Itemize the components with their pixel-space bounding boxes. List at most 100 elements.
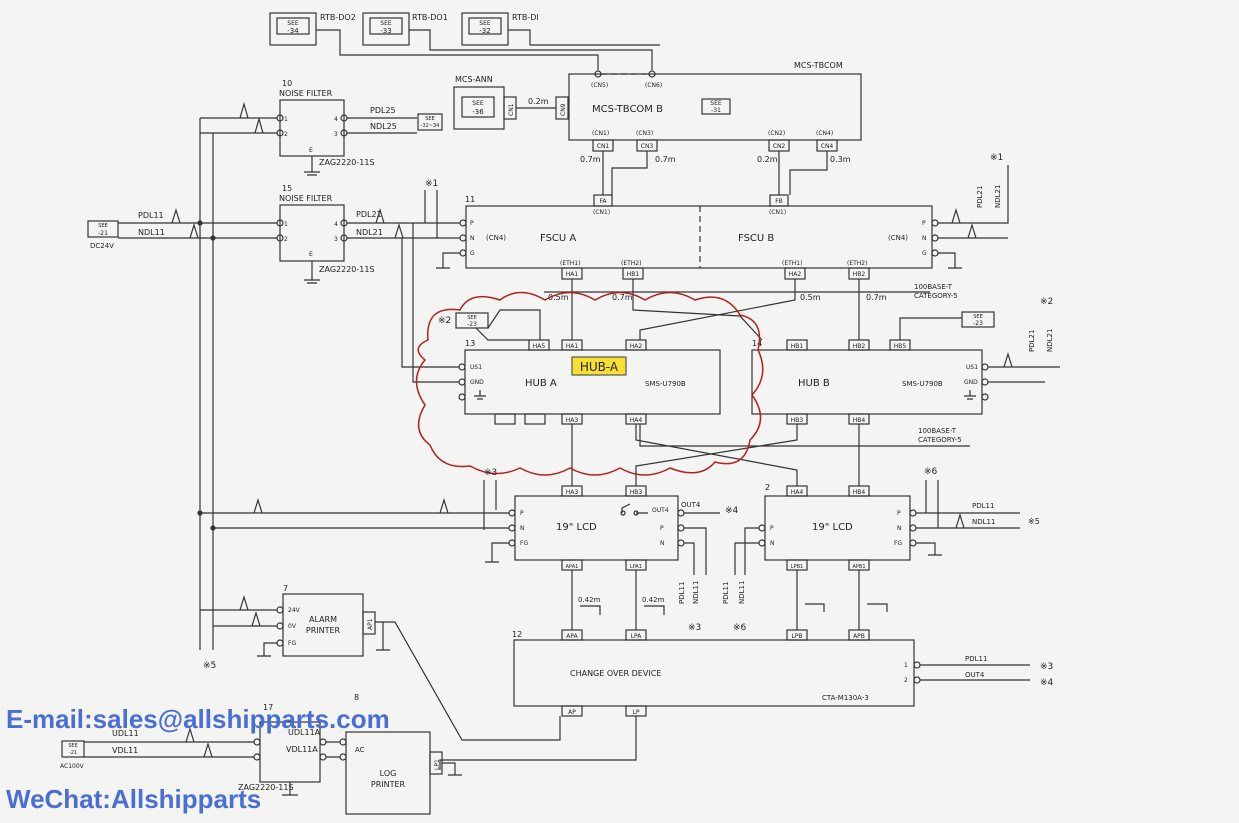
svg-text:(CN4): (CN4) [888,234,908,242]
fscu-b-label: FSCU B [738,233,774,244]
log-printer-label: LOG [380,769,397,778]
rtb-see: SEE [380,20,392,27]
filter-title: NOISE FILTER [279,89,333,98]
svg-text:N: N [470,235,475,242]
svg-text:AC: AC [355,746,365,754]
svg-text:2: 2 [904,677,908,684]
signal-ndl: NDL25 [370,122,397,131]
port-label: (CN1) [592,130,609,137]
cable-length: 0.7m [580,155,601,164]
svg-text:E: E [309,147,313,154]
svg-text:GND: GND [470,379,484,386]
svg-text:-21: -21 [98,230,108,237]
svg-text:OUT4: OUT4 [652,507,669,514]
svg-text:1: 1 [284,221,288,228]
rtb-do1-block: SEE -33 RTB-DO1 [362,12,448,46]
fscu-block: 11 ※1 FA FB (CN1) (CN1) (CN4) (CN4) FSCU… [424,179,962,341]
cable-length: 0.7m [655,155,676,164]
cn1-label: CN1 [508,103,515,116]
hub-b-label: HUB B [798,378,830,389]
item-number: 14 [752,339,762,348]
svg-text:3: 3 [334,236,338,243]
svg-text:N: N [897,525,902,532]
voltage-label: DC24V [90,242,114,250]
port-box: CN1 [597,143,610,150]
cable-length: 0.2m [757,155,778,164]
svg-text:LPA: LPA [631,633,643,640]
port-label: (CN2) [768,130,785,137]
svg-text:※2: ※2 [438,316,451,326]
svg-text:CTA-M130A-3: CTA-M130A-3 [822,694,869,702]
svg-text:CATEGORY-5: CATEGORY-5 [918,436,962,444]
mcs-ann-label: MCS-ANN [455,75,493,84]
port-box: CN4 [821,143,834,150]
svg-text:※3: ※3 [484,468,497,478]
filter-model: ZAG2220-11S [238,783,294,792]
mcs-ann-see: SEE [472,100,484,107]
fscu-right-power: ※1 PDL21 NDL21 [938,153,1009,239]
svg-text:CATEGORY-5: CATEGORY-5 [914,292,958,300]
item-number: 8 [354,693,359,702]
svg-text:HA3: HA3 [566,417,579,424]
svg-text:PDL21: PDL21 [976,186,984,208]
fscu-a-label: FSCU A [540,233,576,244]
filter-title: NOISE FILTER [279,194,333,203]
svg-text:OUT4: OUT4 [681,501,701,509]
svg-text:(CN1): (CN1) [769,209,786,216]
wire [409,29,653,70]
svg-text:HB1: HB1 [791,343,804,350]
svg-text:FG: FG [894,540,902,547]
svg-text:HA2: HA2 [630,343,643,350]
rtb-label: RTB-DI [512,13,539,22]
svg-text:SEE: SEE [425,116,435,122]
port-label: (CN3) [636,130,653,137]
dc24v-input: SEE -21 DC24V PDL11 NDL11 [87,118,277,630]
svg-text:PDL11: PDL11 [722,582,730,604]
rtb-see: SEE [287,20,299,27]
svg-text:0.42m: 0.42m [578,596,601,604]
watermark-email: E-mail:sales@allshipparts.com [6,704,390,734]
svg-text:-23: -23 [973,320,983,327]
port-box: CN2 [773,143,786,150]
lcd-2-block: 2 HA4 HB4 19" LCD P N PDL11 NDL11 P N FG… [722,467,1040,630]
svg-text:P: P [770,525,774,532]
item-number: 13 [465,339,475,348]
signal-udl: UDL11A [288,728,321,737]
noise-filter-10: 10 NOISE FILTER 1 2 4 3 E ZAG2220-11S PD… [200,79,443,176]
svg-text:※3: ※3 [1040,662,1053,672]
rtb-do2-block: SEE -34 RTB-DO2 [269,12,356,46]
svg-text:-21: -21 [69,750,77,756]
log-printer-block: 8 LOG PRINTER AC LP1 [339,693,462,815]
hub-a-block: ※2 SEE -23 13 HA5 HA1 HA2 HA3 HA4 HUB A … [401,223,721,425]
svg-text:GND: GND [964,379,978,386]
svg-text:LPA1: LPA1 [630,564,642,570]
signal-pdl: PDL11 [138,211,164,220]
svg-text:PRINTER: PRINTER [371,780,406,789]
svg-text:APA1: APA1 [566,564,579,570]
rtb-ref: -32 [479,27,490,35]
item-number: 2 [765,483,770,492]
cable-length: 0.3m [830,155,851,164]
svg-text:1: 1 [284,116,288,123]
svg-text:N: N [922,235,927,242]
hub-b-block: 14 HB1 HB2 HB5 HB3 HB4 HUB B SMS-U790B U… [751,297,1060,425]
svg-text:SEE: SEE [98,223,108,229]
svg-text:HB1: HB1 [627,271,640,278]
svg-text:P: P [520,510,524,517]
mcs-ref: -31 [711,107,721,114]
svg-text:0.5m: 0.5m [800,293,821,302]
svg-text:E: E [309,251,313,258]
svg-text:※1: ※1 [990,153,1003,163]
item-number: 7 [283,584,288,593]
svg-text:HA5: HA5 [533,343,546,350]
svg-text:PRINTER: PRINTER [306,626,341,635]
svg-text:2: 2 [284,236,288,243]
svg-text:HB4: HB4 [853,489,866,496]
hub-a-label: HUB A [525,378,557,389]
svg-text:SMS-U790B: SMS-U790B [645,380,686,388]
svg-text:※3: ※3 [688,623,701,633]
svg-text:NDL21: NDL21 [1046,329,1054,352]
wire [316,29,599,70]
signal-pdl: PDL21 [356,210,382,219]
